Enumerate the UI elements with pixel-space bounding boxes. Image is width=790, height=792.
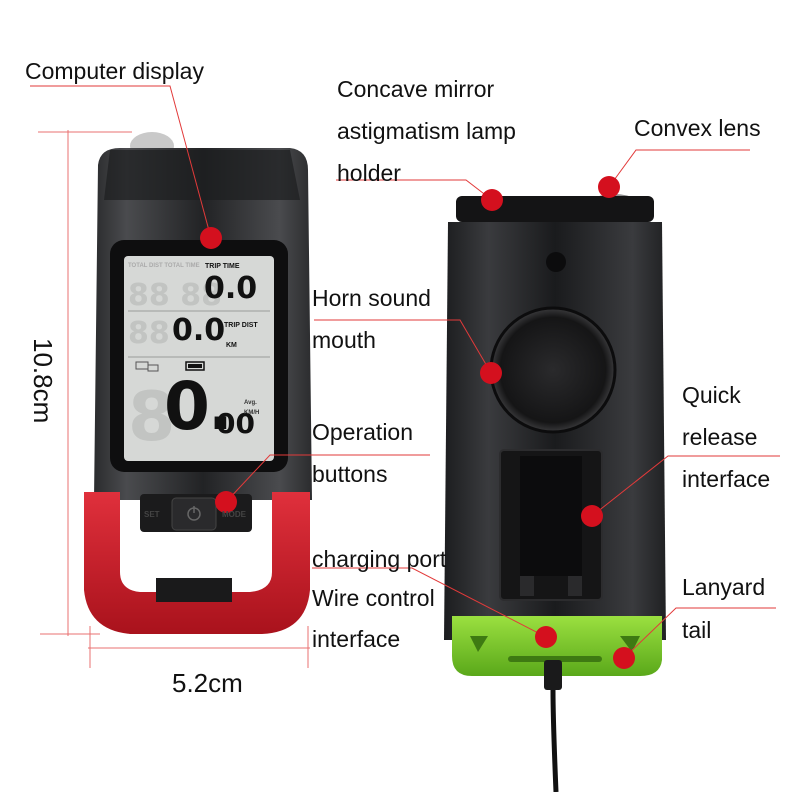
leader-lines — [30, 85, 780, 659]
label-quick-release-1: Quick — [682, 382, 741, 408]
label-concave-mirror-1: Concave mirror — [337, 76, 495, 102]
label-wire-control-2: interface — [312, 626, 401, 652]
charging-cable — [550, 689, 559, 792]
label-horn-1: Horn sound — [312, 285, 431, 311]
label-computer-display: Computer display — [25, 58, 204, 84]
dimension-height: 10.8cm — [28, 338, 58, 424]
set-button-label: SET — [144, 510, 160, 519]
label-lanyard-2: tail — [682, 617, 712, 643]
ghost-digits-3: 8 — [128, 378, 175, 457]
marker-operation-buttons — [215, 491, 237, 513]
battery-icon — [185, 361, 205, 371]
marker-concave-mirror — [481, 189, 503, 211]
label-operation-1: Operation — [312, 419, 414, 445]
ghost-digits-1: 88 88 — [128, 278, 222, 313]
marker-convex-lens — [598, 176, 620, 198]
lcd-kmh-label: KM/H — [244, 410, 260, 416]
charging-cable-plug — [544, 660, 562, 690]
lcd-faint-labels: TOTAL DIST TOTAL TIME — [128, 263, 200, 269]
lcd-trip-time-label: TRIP TIME — [205, 263, 240, 270]
mode-button-label: MODE — [222, 510, 246, 519]
lcd-speed-decimals: 00 — [216, 407, 255, 440]
marker-wire-control — [535, 626, 557, 648]
label-lanyard-1: Lanyard — [682, 574, 766, 600]
marker-lanyard — [613, 647, 635, 669]
label-operation-2: buttons — [312, 461, 388, 487]
label-concave-mirror-2: astigmatism lamp — [337, 118, 516, 144]
lcd-trip-dist-label: TRIP DIST — [224, 322, 258, 329]
lcd-speed-value: 0. — [164, 368, 233, 445]
green-tail — [452, 616, 662, 676]
label-convex-lens: Convex lens — [634, 115, 761, 141]
marker-computer-display — [200, 227, 222, 249]
marker-dots — [200, 176, 635, 669]
ghost-digits-2: 88 — [128, 316, 170, 351]
red-bracket — [84, 492, 310, 634]
label-charging-port: charging port — [312, 546, 447, 572]
lcd-km-label: KM — [226, 342, 237, 349]
lcd-trip-dist-value: 0.0 — [172, 313, 226, 348]
label-concave-mirror-3: holder — [337, 160, 401, 186]
lcd-screen — [124, 256, 274, 461]
dimension-width: 5.2cm — [172, 668, 243, 698]
label-quick-release-3: interface — [682, 466, 771, 492]
marker-quick-release — [581, 505, 603, 527]
mount-clip — [156, 578, 232, 602]
back-view-device — [444, 194, 666, 792]
label-quick-release-2: release — [682, 424, 758, 450]
horn-speaker — [489, 306, 617, 434]
lcd-trip-time-value: 0.0 — [204, 271, 258, 306]
mount-hole — [546, 252, 566, 272]
power-button — [171, 497, 217, 531]
marker-horn — [480, 362, 502, 384]
lcd-avg-label: Avg. — [244, 400, 257, 406]
dimension-lines — [38, 130, 310, 668]
label-wire-control-1: Wire control — [312, 585, 435, 611]
label-horn-2: mouth — [312, 327, 376, 353]
